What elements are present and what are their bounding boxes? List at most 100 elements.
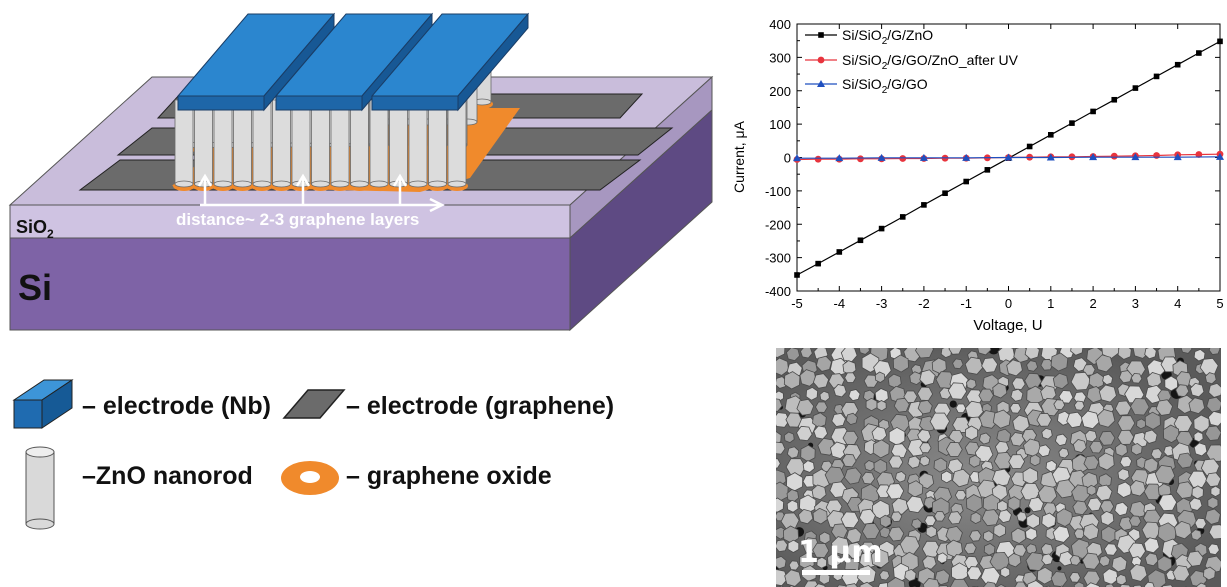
- zno-grain: [1199, 357, 1219, 376]
- zno-grain: [1144, 348, 1157, 360]
- y-tick-label: 100: [769, 117, 791, 132]
- zno-grain: [879, 570, 890, 581]
- zno-grain: [788, 560, 800, 571]
- data-point: [1174, 61, 1181, 68]
- zno-grain: [919, 442, 932, 454]
- zno-grain: [1100, 510, 1115, 526]
- sem-micrograph: 1 μm: [776, 348, 1221, 587]
- zno-grain: [998, 509, 1012, 524]
- zno-nanorod: [213, 99, 233, 185]
- zno-grain: [981, 509, 1000, 527]
- zno-grain: [1114, 501, 1129, 517]
- zno-grain: [1190, 529, 1202, 541]
- nb-electrode-side: [457, 12, 529, 112]
- zno-grain: [776, 555, 787, 570]
- zno-grain: [982, 530, 994, 543]
- graphene-oxide-legend-label: – graphene oxide: [346, 462, 552, 490]
- zno-grain: [933, 457, 948, 473]
- pore: [1024, 507, 1031, 514]
- zno-grain: [776, 458, 781, 469]
- zno-grain: [1025, 527, 1038, 541]
- zno-grain: [776, 398, 783, 412]
- data-point: [1090, 108, 1096, 115]
- zno-grain: [1157, 483, 1172, 498]
- zno-grain: [1158, 494, 1178, 512]
- zno-grain: [1204, 508, 1221, 525]
- zno-grain: [844, 467, 862, 485]
- zno-grain: [1102, 373, 1114, 386]
- zno-grain: [1117, 415, 1136, 431]
- zno-grain: [948, 348, 963, 355]
- zno-grain: [1136, 418, 1147, 430]
- zno-grain: [1073, 581, 1085, 587]
- zno-grain: [811, 484, 827, 501]
- zno-grain: [1207, 496, 1219, 510]
- zno-grain: [799, 369, 817, 387]
- zno-grain: [964, 400, 984, 420]
- zno-grain: [1144, 411, 1161, 430]
- zno-nanorod: [330, 99, 350, 185]
- nb-electrode-front: [275, 95, 363, 111]
- zno-grain: [992, 468, 1012, 487]
- zno-grain: [1056, 508, 1074, 527]
- data-point: [817, 56, 825, 64]
- zno-grain: [1150, 448, 1163, 460]
- zno-grain: [1054, 433, 1068, 447]
- zno-grain: [812, 373, 830, 389]
- zno-grain: [1009, 402, 1022, 414]
- legend-label: Si/SiO2/G/GO/ZnO_after UV: [842, 52, 1019, 72]
- zno-grain: [893, 397, 910, 413]
- zno-grain: [929, 412, 950, 431]
- zno-grain: [1010, 388, 1024, 402]
- zno-grain: [1208, 348, 1221, 355]
- zno-grain: [1036, 412, 1052, 427]
- zno-grain: [783, 371, 801, 390]
- zno-grain: [992, 409, 1012, 429]
- zno-grain: [858, 508, 876, 525]
- zno-grain: [829, 441, 848, 460]
- y-tick-label: -200: [765, 217, 791, 232]
- zno-grain: [1193, 442, 1208, 457]
- data-point: [1004, 153, 1013, 161]
- zno-grain: [964, 356, 984, 375]
- zno-nanorod: [428, 99, 447, 185]
- zno-grain: [786, 489, 800, 503]
- zno-grain: [819, 390, 830, 402]
- zno-grain: [1176, 452, 1194, 469]
- zno-grain: [815, 401, 828, 413]
- zno-grain: [1162, 424, 1180, 444]
- zno-grain: [945, 539, 963, 558]
- zno-grain: [1006, 359, 1023, 377]
- data-point: [793, 154, 801, 162]
- graphene-oxide-legend-icon: [281, 461, 339, 495]
- zno-grain: [1114, 400, 1132, 416]
- zno-grain: [865, 397, 878, 412]
- zno-grain: [1119, 584, 1131, 587]
- zno-nanorod: [350, 99, 369, 185]
- data-point: [1110, 152, 1118, 160]
- zno-grain: [954, 489, 967, 501]
- zno-grain: [845, 583, 859, 587]
- zno-grain: [876, 484, 892, 499]
- x-tick-label: 1: [1047, 296, 1054, 311]
- zno-grain: [812, 542, 830, 558]
- zno-grain: [1143, 457, 1159, 474]
- zno-grain: [873, 458, 888, 475]
- zno-nanorod-bottom: [350, 180, 369, 188]
- zno-grain: [776, 539, 789, 553]
- zno-nanorod: [272, 99, 291, 185]
- sem-grains: [776, 348, 1221, 587]
- zno-grain: [1143, 581, 1155, 587]
- zno-grain: [1072, 439, 1087, 453]
- zno-grain: [879, 514, 892, 528]
- nb-electrode-front: [177, 95, 265, 111]
- zno-grain: [1117, 348, 1132, 360]
- zno-grain: [965, 425, 978, 441]
- zno-grain: [1154, 464, 1176, 485]
- zno-grain: [969, 530, 982, 542]
- zno-grain: [1028, 496, 1044, 513]
- zno-grain: [1130, 442, 1143, 456]
- distance-label: distance~ 2-3 graphene layers: [176, 210, 419, 229]
- graphene-electrode-legend-icon: [282, 389, 346, 419]
